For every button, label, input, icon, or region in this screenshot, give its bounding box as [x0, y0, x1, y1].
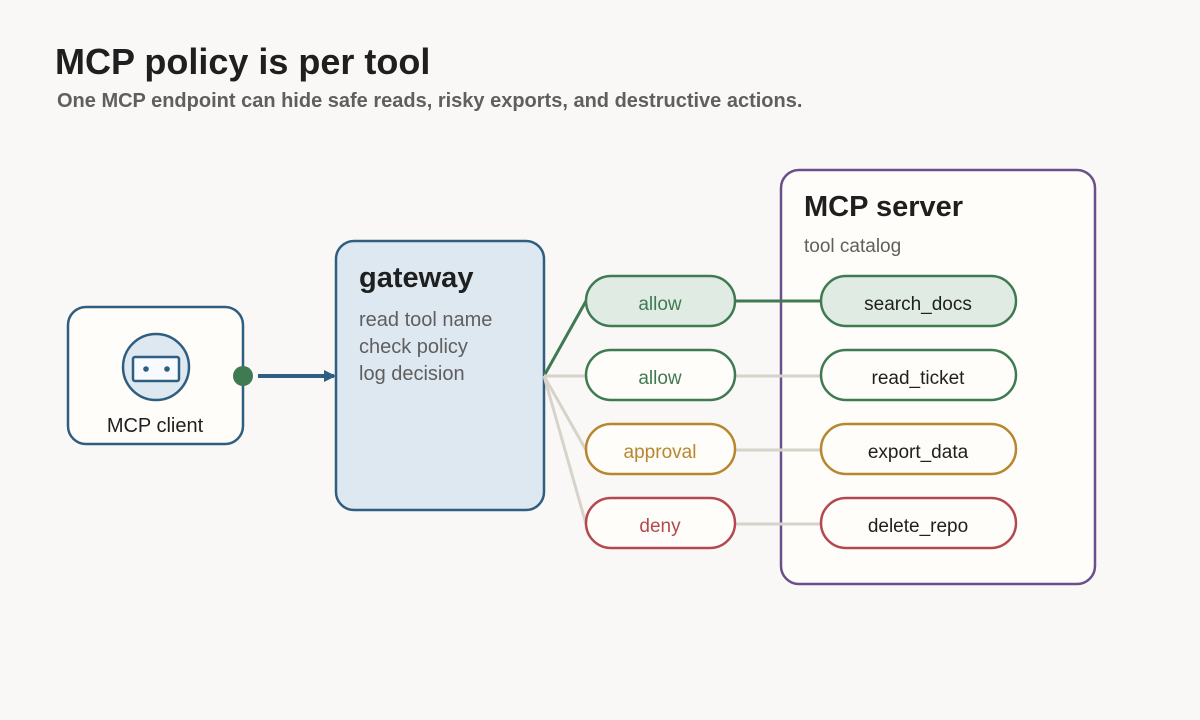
policy-link-deny: [542, 375, 588, 525]
allow-decision-label: allow: [638, 294, 682, 315]
gateway-step: check policy: [359, 336, 468, 358]
approval-decision-label: approval: [624, 442, 697, 463]
tool-label-delete-repo: delete_repo: [868, 516, 968, 537]
mcp-server-title: MCP server: [804, 191, 963, 223]
mcp-server-subtitle: tool catalog: [804, 236, 901, 257]
connection-port: [233, 366, 253, 386]
tool-pill-delete-repo: [819, 496, 1018, 550]
gateway-step: log decision: [359, 363, 465, 385]
gateway-title: gateway: [359, 262, 473, 294]
page-subtitle: One MCP endpoint can hide safe reads, ri…: [57, 90, 802, 112]
tool-pill-search-docs: [819, 274, 1018, 328]
tool-label-search-docs: search_docs: [864, 294, 972, 315]
plug-icon: [131, 355, 181, 383]
page-title: MCP policy is per tool: [55, 41, 430, 82]
policy-link-approval: [542, 375, 588, 451]
policy-link-allow-active: [542, 300, 588, 377]
deny-decision-pill: [584, 496, 737, 550]
tool-pill-read-ticket: [819, 348, 1018, 402]
tool-pill-export-data: [819, 422, 1018, 476]
client-label: MCP client: [107, 415, 204, 437]
tool-label-read-ticket: read_ticket: [872, 368, 966, 389]
allow-decision-label: allow: [638, 368, 682, 389]
deny-decision-label: deny: [639, 516, 681, 537]
allow-decision-pill: [584, 348, 737, 402]
allow-decision-pill: [584, 274, 737, 328]
tool-label-export-data: export_data: [868, 442, 969, 463]
approval-decision-pill: [584, 422, 737, 476]
gateway-step: read tool name: [359, 309, 492, 331]
